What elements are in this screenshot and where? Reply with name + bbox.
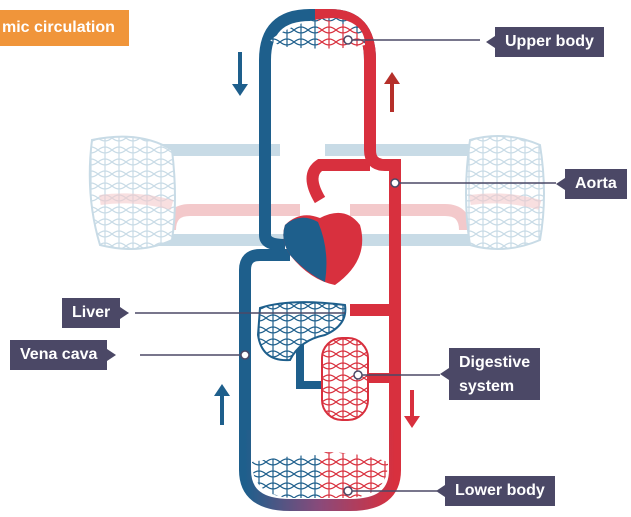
label-digestive-line2: system bbox=[459, 375, 530, 399]
down-arrow-upper-left bbox=[232, 52, 248, 96]
up-arrow-lower-left bbox=[214, 384, 230, 425]
label-vena-cava: Vena cava bbox=[10, 340, 107, 370]
label-upper-body: Upper body bbox=[495, 27, 604, 57]
down-arrow-lower-right bbox=[404, 390, 420, 428]
digestive-system bbox=[322, 338, 368, 420]
up-arrow-upper-right bbox=[384, 72, 400, 112]
left-lung-capillaries bbox=[90, 137, 175, 249]
label-digestive-system: Digestive system bbox=[449, 348, 540, 400]
right-lung-capillaries bbox=[466, 136, 544, 249]
heart bbox=[283, 213, 362, 285]
label-liver: Liver bbox=[62, 298, 120, 328]
label-aorta: Aorta bbox=[565, 169, 627, 199]
label-digestive-line1: Digestive bbox=[459, 351, 530, 375]
label-lower-body: Lower body bbox=[445, 476, 555, 506]
diagram-title: mic circulation bbox=[0, 10, 129, 46]
lower-body-capillaries bbox=[245, 430, 395, 505]
